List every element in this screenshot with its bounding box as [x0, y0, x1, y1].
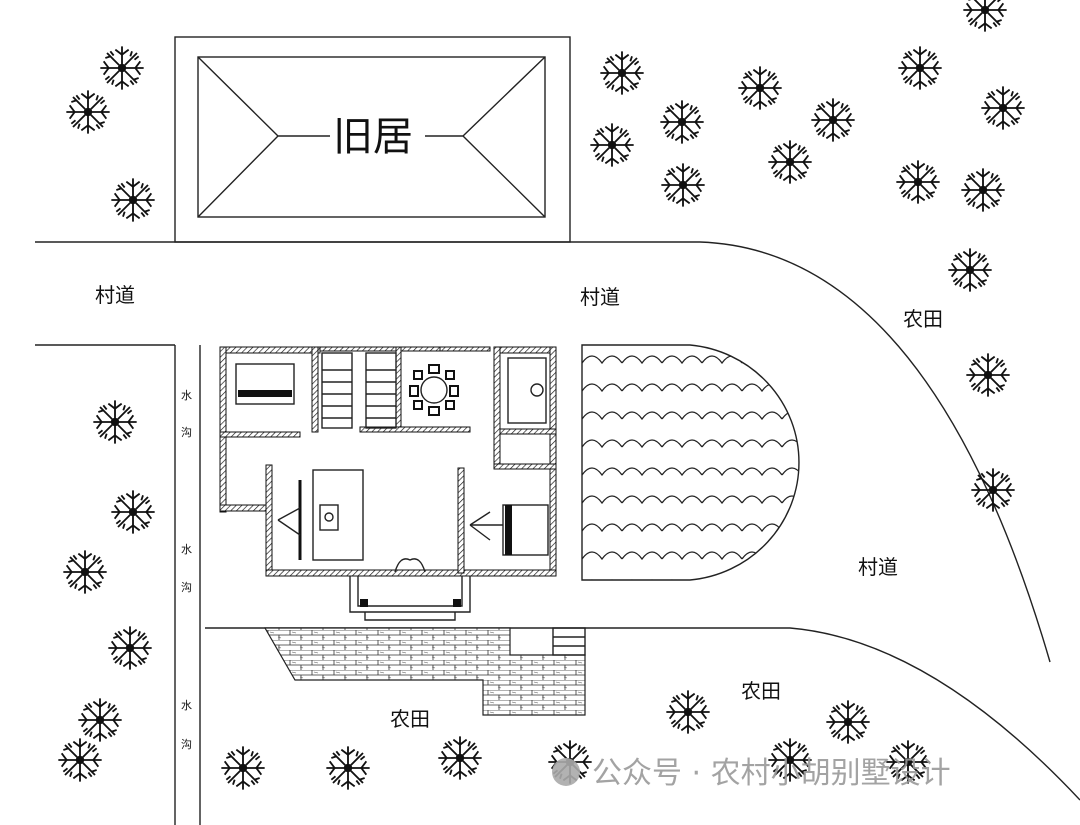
tree-icon — [599, 50, 645, 96]
tree-icon — [947, 247, 993, 293]
old-house: 旧居 — [174, 36, 571, 243]
farmland-label-bottom-left: 农田 — [390, 707, 430, 731]
ditch-char: 沟 — [181, 581, 192, 594]
watermark-account: 农村小胡别墅设计 — [711, 756, 951, 791]
ditch-char: 沟 — [181, 426, 192, 439]
tree-icon — [110, 489, 156, 535]
tree-icon — [77, 697, 123, 743]
tree-icon — [660, 162, 706, 208]
tree-icon — [665, 689, 711, 735]
village-roads: 村道 村道 村道 — [35, 241, 1080, 801]
steps — [552, 627, 586, 656]
tree-icon — [895, 159, 941, 205]
tree-icon — [825, 699, 871, 745]
tree-icon — [962, 0, 1008, 33]
svg-text:公众号 · 农村小胡别墅设计: 公众号 · 农村小胡别墅设计 — [592, 756, 951, 791]
tree-icon — [970, 467, 1016, 513]
ditch-char: 水 — [181, 389, 192, 402]
tree-icon — [767, 139, 813, 185]
watermark: 公众号 · 农村小胡别墅设计 — [552, 756, 951, 791]
tree-icon — [589, 122, 635, 168]
road-label-left: 村道 — [95, 283, 135, 307]
tree-icon — [65, 89, 111, 135]
tree-icon — [737, 65, 783, 111]
ditch-char: 水 — [181, 543, 192, 556]
ditch-char: 水 — [181, 699, 192, 712]
old-house-label: 旧居 — [333, 114, 413, 160]
tree-icon — [107, 625, 153, 671]
patio — [263, 627, 586, 716]
tree-icon — [57, 737, 103, 783]
tree-icon — [810, 97, 856, 143]
tree-icon — [437, 735, 483, 781]
tree-icon — [325, 745, 371, 791]
tree-icon — [960, 167, 1006, 213]
floor-plan — [215, 345, 565, 621]
tree-icon — [99, 45, 145, 91]
tree-icon — [110, 177, 156, 223]
farmland-label-bottom-center: 农田 — [741, 679, 781, 703]
tree-icon — [965, 352, 1011, 398]
tree-icon — [92, 399, 138, 445]
farmland-label-right: 农田 — [903, 307, 943, 331]
road-label-center: 村道 — [580, 285, 620, 309]
water-ditch: 水 沟 水 沟 水 沟 — [174, 345, 201, 825]
pond — [581, 344, 800, 581]
ditch-char: 沟 — [181, 738, 192, 751]
watermark-prefix: 公众号 · — [592, 756, 711, 791]
wechat-icon — [552, 758, 580, 786]
tree-icon — [897, 45, 943, 91]
tree-icon — [980, 85, 1026, 131]
road-label-right: 村道 — [858, 555, 898, 579]
tree-icon — [659, 99, 705, 145]
tree-icon — [62, 549, 108, 595]
tree-icon — [220, 745, 266, 791]
dining-table — [409, 364, 459, 416]
